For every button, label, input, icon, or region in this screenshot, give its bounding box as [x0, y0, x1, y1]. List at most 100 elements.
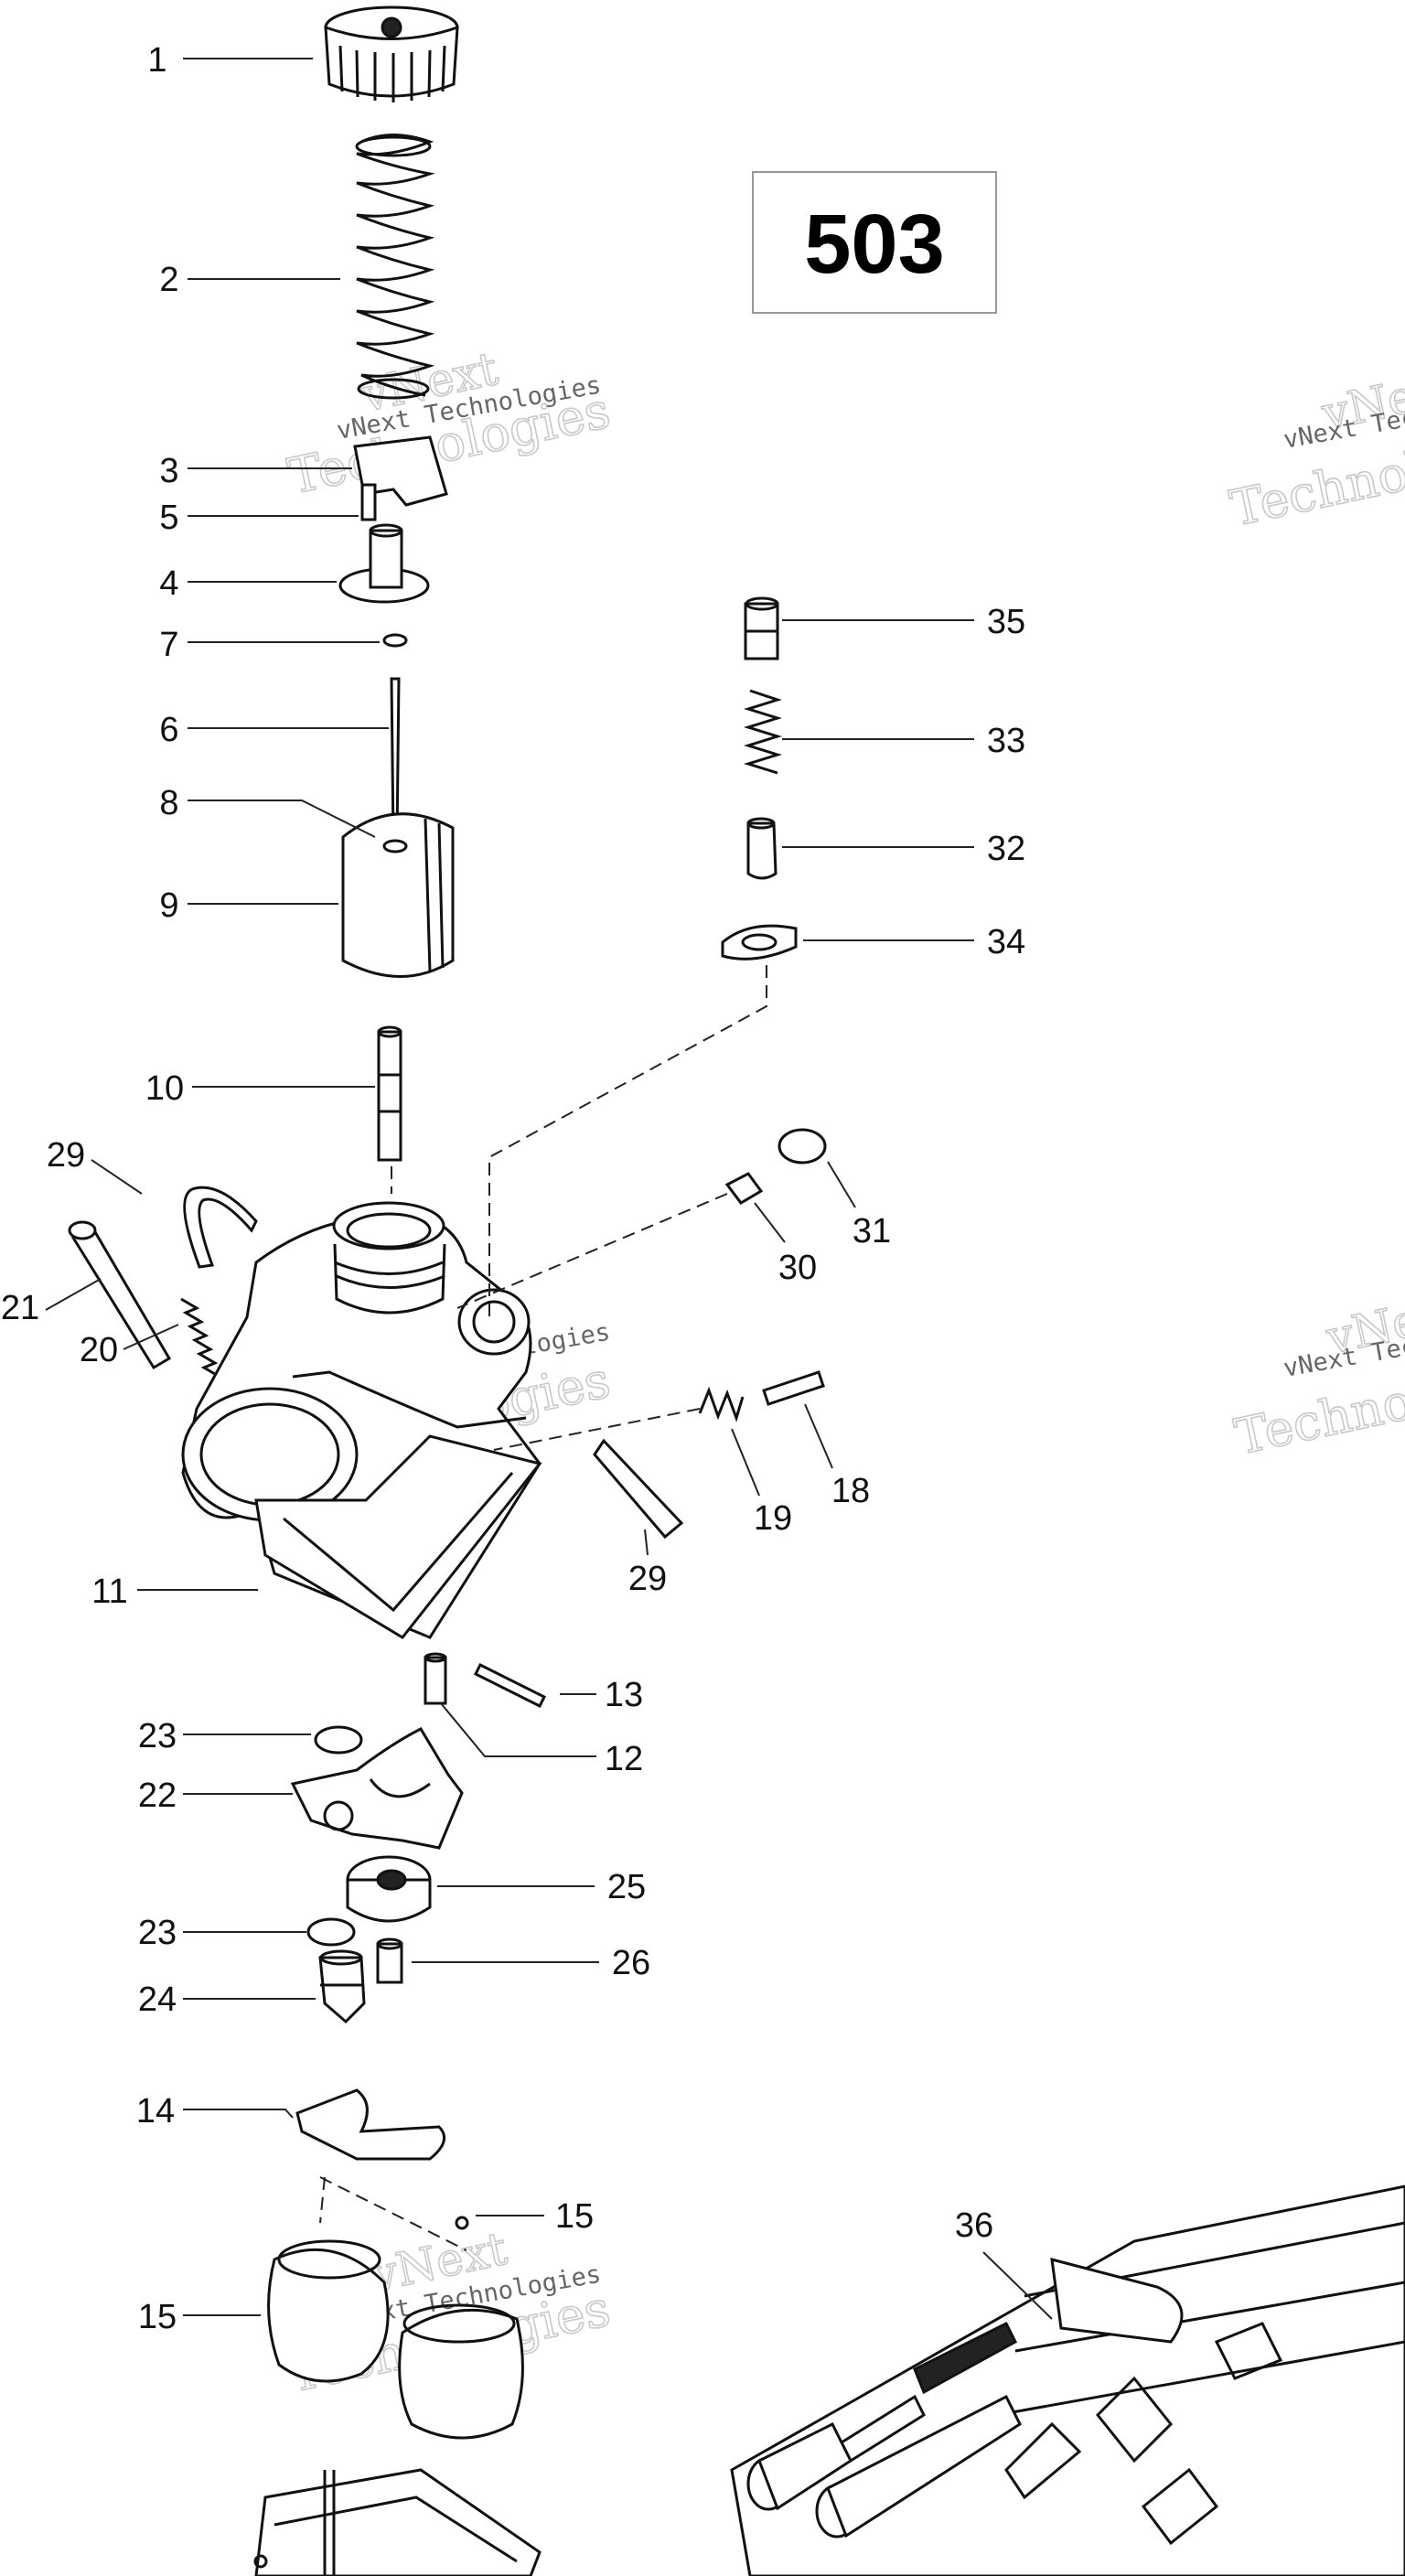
part-26-jet: [376, 1937, 403, 1984]
part-14-float-arm: [295, 2088, 446, 2161]
callout-5: 5: [159, 499, 359, 537]
svg-text:23: 23: [138, 1914, 177, 1952]
svg-text:19: 19: [754, 1499, 792, 1538]
svg-text:5: 5: [159, 499, 178, 537]
callout-10: 10: [145, 1069, 375, 1108]
svg-text:35: 35: [987, 603, 1025, 641]
part-10-jet: [377, 1025, 402, 1162]
callout-18: 18: [804, 1403, 870, 1510]
svg-text:8: 8: [159, 784, 178, 822]
part-1-top-cap: [324, 5, 459, 102]
svg-text:22: 22: [138, 1776, 177, 1815]
svg-text:26: 26: [612, 1944, 650, 1982]
watermark-top-right: vNext Technologies vNext Technologies: [1225, 360, 1405, 538]
callout-2: 2: [159, 261, 340, 299]
part-15-floats: [267, 2216, 524, 2440]
callout-23-top: 23: [138, 1717, 311, 1755]
part-29-hose-bottom: [593, 1438, 684, 1540]
svg-text:31: 31: [853, 1212, 891, 1250]
svg-text:20: 20: [80, 1331, 118, 1369]
svg-text:30: 30: [778, 1249, 817, 1287]
svg-text:36: 36: [955, 2206, 993, 2245]
part-24-needle-jet: [318, 1949, 366, 2024]
model-number-box: 503: [752, 171, 997, 314]
callout-30: 30: [754, 1202, 817, 1287]
part-9-throttle-slide: [341, 812, 455, 978]
callout-6: 6: [159, 711, 389, 749]
svg-text:1: 1: [147, 41, 166, 80]
part-31-cap: [778, 1128, 827, 1165]
part-2-spring: [355, 134, 435, 400]
svg-text:15: 15: [138, 2298, 177, 2336]
part-29-hose-top: [183, 1186, 258, 1269]
svg-text:18: 18: [831, 1472, 870, 1510]
svg-text:24: 24: [138, 1980, 177, 2019]
svg-text:34: 34: [987, 923, 1025, 961]
callouts: 1 2 3 5 4 7 6 8 9 10 29 21 20 11 35 33 3…: [1, 41, 1053, 2336]
svg-text:23: 23: [138, 1717, 177, 1755]
svg-text:12: 12: [605, 1740, 643, 1778]
callout-3: 3: [159, 452, 352, 490]
svg-text:29: 29: [47, 1136, 85, 1175]
part-float-bowl: [253, 2468, 542, 2576]
part-18-screw: [762, 1370, 825, 1406]
part-36-tool-kit: [730, 2184, 1405, 2576]
callout-22: 22: [138, 1776, 293, 1815]
svg-text:33: 33: [987, 722, 1025, 760]
callout-14: 14: [136, 2092, 294, 2131]
svg-text:9: 9: [159, 886, 178, 925]
part-34-gasket: [721, 924, 798, 961]
svg-text:2: 2: [159, 261, 178, 299]
callout-12: 12: [440, 1702, 643, 1778]
callout-20: 20: [80, 1324, 179, 1369]
model-number: 503: [804, 198, 945, 291]
part-35-nut: [744, 596, 779, 660]
svg-text:7: 7: [159, 626, 178, 664]
svg-text:32: 32: [987, 830, 1025, 868]
watermark-mid-right: vNext Technologies vNext Technologies: [1229, 1283, 1405, 1466]
callout-13: 13: [560, 1676, 643, 1714]
part-23-washer-top: [314, 1725, 363, 1755]
callout-1: 1: [147, 41, 313, 80]
svg-text:6: 6: [159, 711, 178, 749]
part-12-jet: [424, 1652, 447, 1705]
callout-34: 34: [803, 923, 1025, 961]
callout-11: 11: [91, 1572, 258, 1611]
callout-7: 7: [159, 626, 380, 664]
part-33-spring: [743, 689, 783, 775]
part-22-plate: [290, 1727, 464, 1850]
svg-text:29: 29: [628, 1560, 667, 1598]
part-23-washer-bottom: [306, 1917, 356, 1947]
callout-8: 8: [159, 784, 376, 838]
callout-29-top: 29: [47, 1136, 143, 1195]
callout-31: 31: [827, 1161, 891, 1250]
callout-25: 25: [437, 1868, 646, 1906]
callout-29-bottom: 29: [628, 1529, 667, 1598]
part-25-float-valve: [346, 1855, 432, 1923]
callout-4: 4: [159, 564, 337, 603]
part-4-holder: [338, 523, 430, 604]
callout-32: 32: [782, 830, 1025, 868]
svg-text:13: 13: [605, 1676, 643, 1714]
callout-9: 9: [159, 886, 338, 925]
part-11-carburetor-body: [181, 1201, 542, 1639]
part-19-spring: [698, 1386, 745, 1422]
part-32-plunger: [746, 817, 778, 880]
svg-text:3: 3: [159, 452, 178, 490]
callout-21: 21: [1, 1278, 102, 1327]
svg-text:11: 11: [91, 1572, 127, 1611]
watermark-top-center: vNext Technologies vNext Technologies: [283, 341, 616, 506]
part-7-clip: [382, 633, 408, 648]
svg-text:14: 14: [136, 2092, 175, 2131]
svg-text:4: 4: [159, 564, 178, 603]
svg-text:25: 25: [607, 1868, 646, 1906]
part-30-plug: [724, 1172, 764, 1205]
callout-36: 36: [955, 2206, 1053, 2320]
part-13-pin: [473, 1662, 547, 1709]
callout-33: 33: [782, 722, 1025, 760]
part-21-screw: [68, 1220, 172, 1370]
callout-15-right: 15: [476, 2197, 594, 2236]
svg-text:21: 21: [1, 1289, 39, 1327]
part-20-spring: [180, 1297, 220, 1379]
